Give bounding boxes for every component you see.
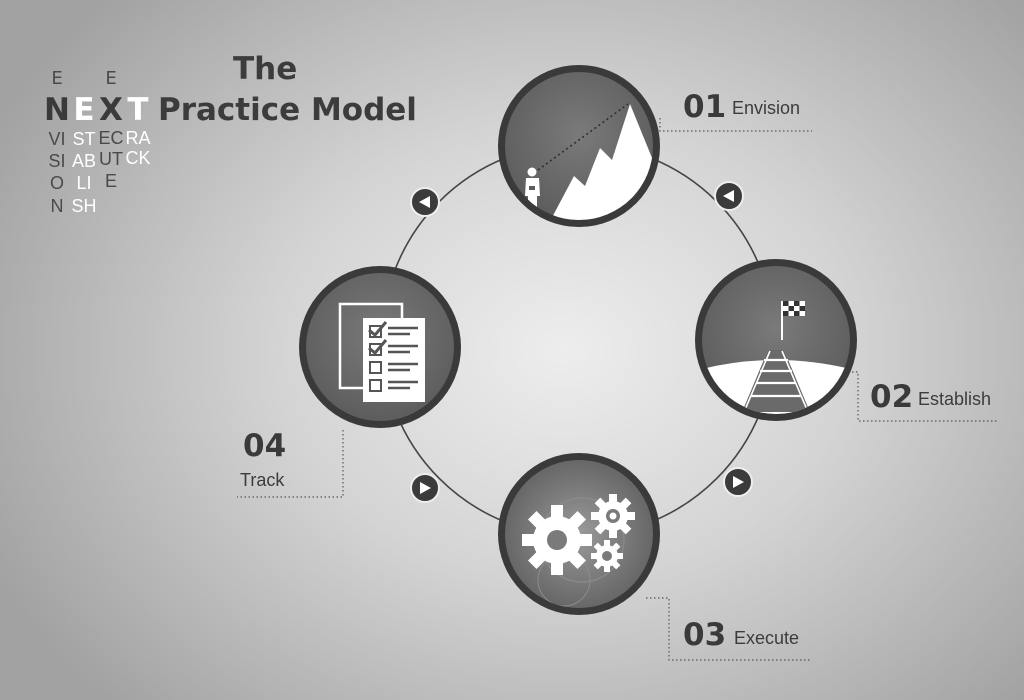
step-label-envision: Envision [732, 98, 801, 118]
arrow-node-top-right [714, 181, 744, 211]
acronym-letter-e: E [73, 92, 95, 128]
step-label-establish: Establish [918, 389, 992, 409]
step-label-track: Track [240, 470, 285, 490]
callout-line-envision [659, 118, 812, 132]
step-number-envision: 01 [683, 89, 727, 125]
checklist-icon [338, 302, 425, 402]
arrow-node-bottom-left [410, 473, 440, 503]
acronym-top-e1: E [51, 68, 63, 89]
disc-track [299, 266, 461, 428]
arrow-node-bottom-right [723, 467, 753, 497]
callout-line-establish [852, 371, 998, 422]
title-line-1: The [233, 51, 298, 87]
step-number-execute: 03 [683, 617, 727, 653]
acronym-letter-x: X [99, 92, 123, 128]
disc-execute [498, 453, 660, 615]
acronym-top-e2: E [105, 68, 117, 89]
step-number-track: 04 [243, 428, 287, 464]
acronym-column-rack: RACK [125, 128, 151, 169]
acronym-letter-t: T [127, 92, 149, 128]
title-line-2: Practice Model [158, 92, 417, 128]
disc-establish [695, 259, 857, 421]
acronym-column-stablish: STABLISH [71, 129, 97, 216]
step-number-establish: 02 [870, 379, 914, 415]
step-label-execute: Execute [734, 628, 800, 648]
acronym-column-ecute: ECUTE [98, 128, 124, 191]
gears-icon [522, 494, 635, 607]
arrow-node-top-left [410, 187, 440, 217]
acronym-letter-n: N [44, 92, 70, 128]
acronym-column-vision: VISION [48, 129, 66, 216]
disc-envision [498, 65, 660, 227]
